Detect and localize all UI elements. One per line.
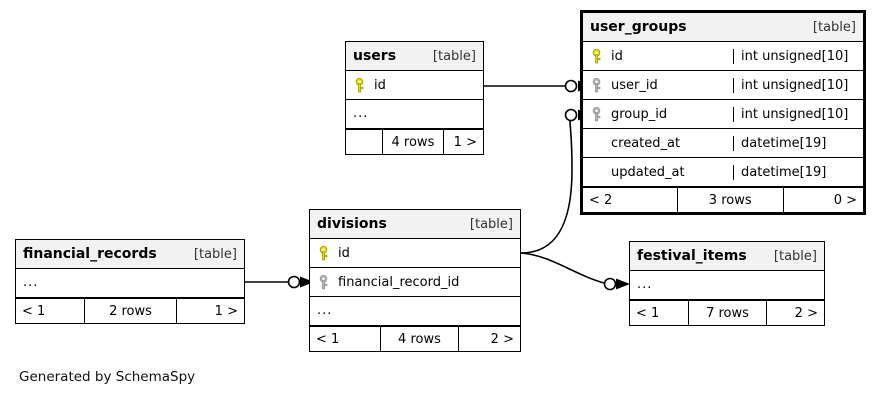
edge-users-to-user_groups [484,79,592,93]
column-name: id [338,245,350,261]
table-user_groups[interactable]: user_groups [table] id int unsigned[10] [580,10,866,215]
more-columns-ellipsis[interactable]: ... [16,269,244,298]
table-row[interactable]: id int unsigned[10] [583,42,863,71]
table-type-tag: [table] [193,246,237,262]
table-row[interactable]: id [310,239,520,268]
table-footer: < 2 3 rows 0 > [583,187,863,212]
footer-row-count: 3 rows [676,188,783,212]
table-type-tag: [table] [812,19,856,35]
footer-parents-count[interactable] [346,130,382,154]
no-key-spacer [590,165,603,180]
edge-financial_records-to-divisions [245,275,314,289]
no-key-spacer [590,136,603,151]
table-header: user_groups [table] [583,13,863,42]
column-type: int unsigned[10] [733,77,863,93]
table-row[interactable]: group_id int unsigned[10] [583,100,863,129]
column-cell: created_at [583,136,733,151]
footer-row-count: 7 rows [688,301,766,325]
table-header: financial_records [table] [16,240,244,269]
more-columns-ellipsis[interactable]: ... [630,271,824,300]
column-cell: group_id [583,107,733,122]
footer-parents-count[interactable]: < 1 [316,331,340,347]
footer-parents-count[interactable]: < 1 [22,303,46,319]
column-cell: id [346,78,483,93]
primary-key-icon [590,48,603,64]
foreign-key-icon [590,106,603,122]
table-title: divisions [317,216,387,232]
footer-row-count: 4 rows [380,327,458,351]
column-cell: id [310,246,520,261]
table-title: users [353,48,397,64]
column-type: int unsigned[10] [733,106,863,122]
column-name: created_at [611,135,681,151]
column-cell: updated_at [583,165,733,180]
footer-children-count[interactable]: 0 > [782,188,863,212]
column-name: updated_at [611,164,685,180]
table-footer: 4 rows 1 > [346,129,483,154]
table-type-tag: [table] [469,216,513,232]
table-header: users [table] [346,42,483,71]
generated-by-credit: Generated by SchemaSpy [19,369,196,385]
column-type: int unsigned[10] [733,48,863,64]
table-header: festival_items [table] [630,242,824,271]
primary-key-icon [317,245,330,261]
table-title: financial_records [23,246,157,262]
more-columns-ellipsis[interactable]: ... [310,297,520,326]
table-row[interactable]: created_at datetime[19] [583,129,863,158]
footer-row-count: 4 rows [381,130,444,154]
table-row[interactable]: id [346,71,483,100]
table-type-tag: [table] [432,48,476,64]
footer-children-count[interactable]: 2 > [457,327,520,351]
table-financial_records[interactable]: financial_records [table] ... < 1 2 rows… [15,239,245,324]
table-row[interactable]: user_id int unsigned[10] [583,71,863,100]
table-footer: < 1 4 rows 2 > [310,326,520,351]
footer-children-count[interactable]: 1 > [175,299,244,323]
column-name: user_id [611,77,658,93]
column-type: datetime[19] [733,135,863,151]
table-title: festival_items [637,248,747,264]
column-cell: id [583,49,733,64]
table-header: divisions [table] [310,210,520,239]
column-type: datetime[19] [733,164,863,180]
foreign-key-icon [590,77,603,93]
column-name: financial_record_id [338,274,460,290]
footer-children-count[interactable]: 1 > [443,130,483,154]
footer-row-count: 2 rows [84,299,175,323]
table-row[interactable]: updated_at datetime[19] [583,158,863,187]
table-type-tag: [table] [773,248,817,264]
column-name: id [374,77,386,93]
column-cell: financial_record_id [310,275,520,290]
table-title: user_groups [590,19,687,35]
column-cell: user_id [583,78,733,93]
table-festival_items[interactable]: festival_items [table] ... < 1 7 rows 2 … [629,241,825,326]
more-columns-ellipsis[interactable]: ... [346,100,483,129]
table-row[interactable]: financial_record_id [310,268,520,297]
table-users[interactable]: users [table] id ... 4 rows 1 > [345,41,484,155]
table-footer: < 1 7 rows 2 > [630,300,824,325]
edge-divisions-to-festival_items [520,252,630,291]
footer-parents-count[interactable]: < 2 [589,192,613,208]
footer-children-count[interactable]: 2 > [765,301,824,325]
footer-parents-count[interactable]: < 1 [636,305,660,321]
primary-key-icon [353,77,366,93]
column-name: id [611,48,623,64]
table-footer: < 1 2 rows 1 > [16,298,244,323]
table-divisions[interactable]: divisions [table] id [309,209,521,352]
column-name: group_id [611,106,668,122]
foreign-key-icon [317,274,330,290]
